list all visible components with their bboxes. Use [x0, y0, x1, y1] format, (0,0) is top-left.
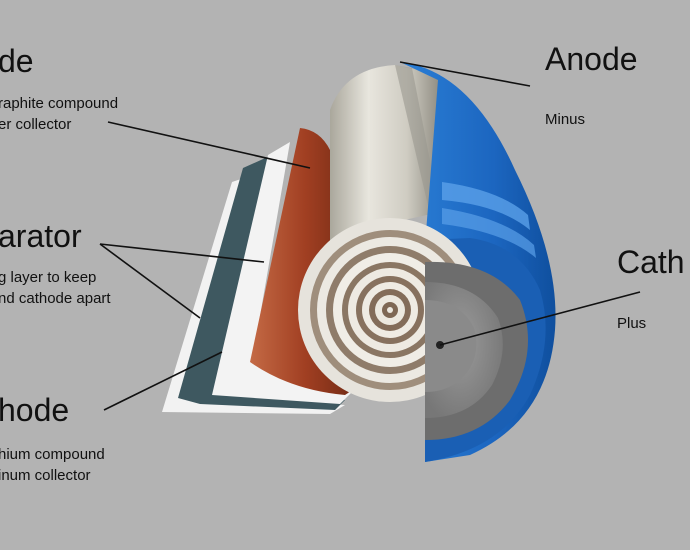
separator-line1: g layer to keep: [0, 269, 97, 286]
anode-subtitle: Minus: [545, 111, 586, 128]
casing-highlight: [442, 182, 530, 230]
separator-leader-line-a: [99, 243, 265, 263]
cathode-sheet: [178, 155, 345, 410]
bottom-left-leader-line: [103, 351, 223, 411]
bottom-left-title: hode: [0, 392, 70, 428]
cylinder-shadow-edge: [395, 65, 440, 214]
bottom-left-line2: inum collector: [0, 467, 91, 484]
separator-title: arator: [0, 218, 82, 254]
inner-separator-sheet: [212, 142, 352, 404]
separator-line2: nd cathode apart: [0, 290, 111, 307]
casing-highlight-2: [442, 208, 536, 258]
top-left-title: de: [0, 43, 34, 79]
cathode-leader-line: [439, 291, 641, 346]
top-left-line1: raphite compound: [0, 95, 119, 112]
cathode-subtitle: Plus: [617, 315, 647, 332]
top-left-line2: er collector: [0, 116, 72, 133]
leader-lines: [99, 61, 641, 411]
cathode-title: Cath: [617, 244, 685, 280]
top-left-leader-line: [107, 121, 311, 169]
cathode-terminal: [425, 300, 477, 392]
anode-title: Anode: [545, 41, 638, 77]
separator-leader-line-b: [99, 243, 201, 319]
bottom-left-line1: hium compound: [0, 446, 105, 463]
anode-leader-line: [399, 61, 531, 87]
